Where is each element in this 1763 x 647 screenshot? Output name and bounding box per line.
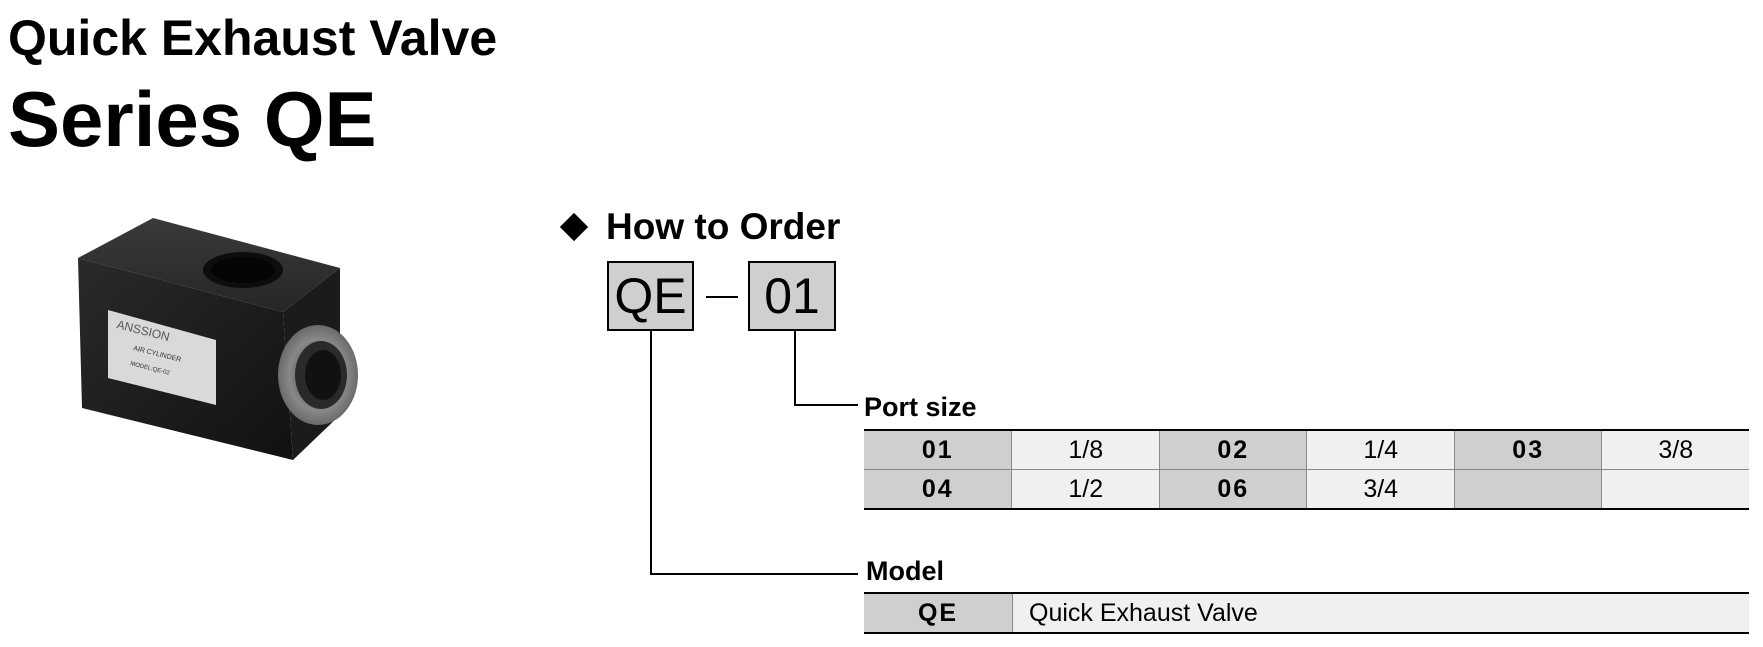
- port-code-cell: [1454, 469, 1603, 510]
- port-connector-vertical: [794, 331, 796, 406]
- code-separator: [706, 296, 738, 298]
- diamond-bullet-icon: [559, 212, 589, 242]
- model-table: QE Quick Exhaust Valve: [864, 592, 1749, 634]
- port-connector-horizontal: [794, 404, 858, 406]
- model-label: Model: [866, 556, 944, 586]
- table-row: 04 1/2 06 3/4: [864, 469, 1749, 510]
- port-size-cell: 3/8: [1601, 429, 1749, 470]
- port-size-cell: 1/2: [1011, 469, 1160, 510]
- table-row: 01 1/8 02 1/4 03 3/8: [864, 429, 1749, 470]
- port-code-cell: 01: [864, 429, 1013, 470]
- port-code-cell: 03: [1454, 429, 1603, 470]
- model-connector-vertical: [650, 331, 652, 575]
- model-description-cell: Quick Exhaust Valve: [1012, 592, 1749, 634]
- how-to-order-label: How to Order: [606, 206, 841, 247]
- port-code-box: 01: [748, 261, 836, 331]
- model-connector-horizontal: [650, 573, 858, 575]
- port-code-cell: 06: [1159, 469, 1308, 510]
- model-code-box: QE: [607, 261, 694, 331]
- product-image: ANSSION AIR CYLINDER MODEL:QE-02: [78, 218, 358, 460]
- port-size-cell: 1/8: [1011, 429, 1160, 470]
- how-to-order-heading: How to Order: [559, 205, 841, 249]
- port-size-table: 01 1/8 02 1/4 03 3/8 04 1/2 06 3/4: [864, 429, 1749, 510]
- series-title: Series QE: [8, 75, 377, 163]
- page-title: Quick Exhaust Valve: [8, 10, 498, 66]
- port-size-cell: 1/4: [1306, 429, 1455, 470]
- table-row: QE Quick Exhaust Valve: [864, 592, 1749, 634]
- port-code-cell: 02: [1159, 429, 1308, 470]
- port-size-cell: 3/4: [1306, 469, 1455, 510]
- port-size-label: Port size: [864, 392, 977, 422]
- model-code-cell: QE: [864, 592, 1013, 634]
- port-code-cell: 04: [864, 469, 1013, 510]
- port-size-cell: [1601, 469, 1749, 510]
